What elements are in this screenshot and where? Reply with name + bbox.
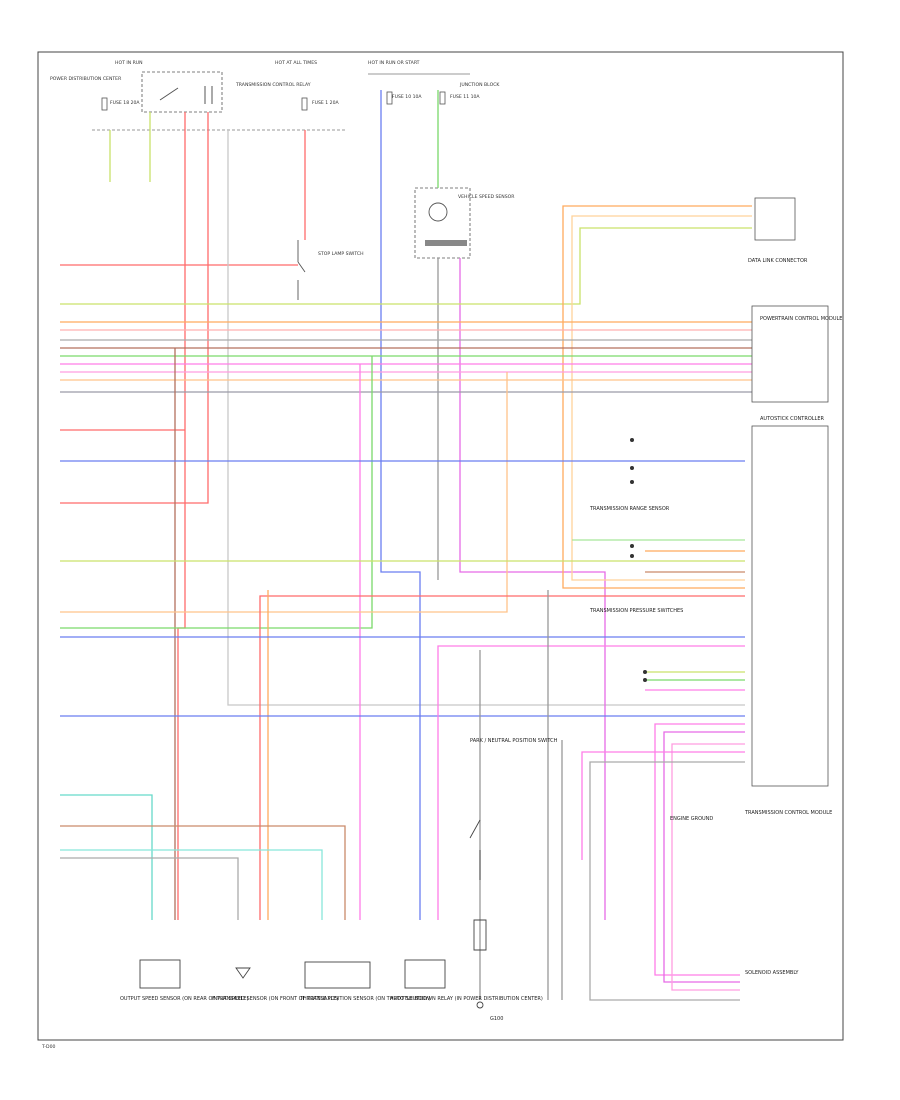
wire-pink — [437, 645, 745, 920]
wire-red — [60, 112, 209, 504]
wire-blue — [380, 90, 421, 920]
fuse-icon — [386, 91, 393, 105]
right-connectors: DATA LINK CONNECTOR POWERTRAIN CONTROL M… — [589, 197, 842, 976]
wire-green — [60, 356, 373, 629]
label-fuse-d: FUSE 11 10A — [450, 94, 480, 100]
transmission-relay-box — [141, 71, 223, 113]
solenoid-label: SOLENOID ASSEMBLY — [745, 970, 799, 976]
ground-icon — [476, 1001, 484, 1009]
fuse-icon — [301, 97, 308, 111]
wire-violet — [459, 258, 606, 920]
label-fuse-c: FUSE 10 10A — [392, 94, 422, 100]
throttle-position-sensor — [304, 961, 371, 989]
fuse-icon — [101, 97, 108, 111]
output-speed-sensor-label: OUTPUT SPEED SENSOR (ON REAR OF TRANSAXL… — [120, 996, 248, 1002]
input-speed-sensor-label: INPUT SPEED SENSOR (ON FRONT OF TRANSAXL… — [212, 996, 339, 1002]
wire-orange — [562, 205, 752, 589]
autostick-block — [751, 425, 829, 787]
connector-icon — [425, 240, 467, 246]
pin-dot — [630, 480, 634, 484]
throttle-position-sensor-label: THROTTLE POSITION SENSOR (ON THROTTLE BO… — [299, 996, 430, 1002]
trs-label: TRANSMISSION RANGE SENSOR — [589, 506, 670, 512]
wire-red — [259, 595, 745, 920]
diagram-frame — [37, 51, 844, 1041]
ground-label: G100 — [490, 1016, 503, 1022]
switch-label: PARK / NEUTRAL POSITION SWITCH — [470, 738, 558, 744]
wires — [60, 90, 752, 1001]
stop-lamp-switch-icon — [297, 240, 306, 300]
input-speed-sensor-icon — [235, 967, 251, 979]
wire-red — [177, 112, 186, 920]
wire-gray — [60, 857, 239, 920]
label-hot-in-run-start: HOT IN RUN OR START — [368, 60, 420, 66]
label-hot-at-all-times: HOT AT ALL TIMES — [275, 60, 317, 66]
wire-violet — [663, 731, 745, 983]
footer-code: T-D00 — [41, 1044, 56, 1050]
data-link-connector — [754, 197, 796, 241]
ground-note: ENGINE GROUND — [670, 816, 713, 822]
pcm-label: POWERTRAIN CONTROL MODULE — [760, 316, 842, 322]
label-speed-sensor: VEHICLE SPEED SENSOR — [458, 194, 515, 200]
wire-teal — [60, 794, 153, 920]
speed-sensor-box — [414, 187, 471, 259]
auto-shutdown-relay-label: AUTO SHUTDOWN RELAY (IN POWER DISTRIBUTI… — [390, 996, 543, 1002]
label-fuse-b: FUSE 1 20A — [312, 100, 340, 106]
top-section: HOT IN RUN HOT AT ALL TIMES HOT IN RUN O… — [50, 60, 515, 300]
wire-pink — [581, 751, 745, 860]
relay-contact-icon — [159, 86, 213, 104]
autostick-label: AUTOSTICK CONTROLLER — [760, 416, 824, 422]
switch-icon — [469, 819, 487, 951]
label-junction-block: JUNCTION BLOCK — [459, 82, 500, 88]
pin-dot — [643, 670, 647, 674]
bottom-components: OUTPUT SPEED SENSOR (ON REAR OF TRANSAXL… — [120, 738, 558, 1022]
label-stop-lamp-switch: STOP LAMP SWITCH — [318, 251, 364, 257]
pressure-switch-label: TRANSMISSION PRESSURE SWITCHES — [589, 608, 683, 614]
label-hot-in-run: HOT IN RUN — [115, 60, 143, 66]
wire-brown — [60, 825, 346, 920]
pin-dot — [630, 466, 634, 470]
label-transmission-relay: TRANSMISSION CONTROL RELAY — [235, 82, 311, 88]
wire-teal — [60, 849, 323, 920]
pin-dot — [643, 678, 647, 682]
wire-orange — [571, 215, 752, 581]
label-power-dist-center: POWER DISTRIBUTION CENTER — [50, 76, 122, 82]
pcm-block — [751, 305, 829, 403]
wire-yellowgreen — [60, 227, 752, 305]
wire-orange — [60, 372, 508, 613]
output-speed-sensor — [139, 959, 181, 989]
pin-dot — [630, 438, 634, 442]
wire-gray — [589, 761, 745, 1001]
tcm-label: TRANSMISSION CONTROL MODULE — [744, 810, 832, 816]
label-fuse-a: FUSE 18 20A — [110, 100, 140, 106]
pin-dot — [630, 544, 634, 548]
wire-pink — [654, 723, 745, 976]
pin-dot — [630, 554, 634, 558]
wire-pink — [671, 743, 745, 991]
auto-shutdown-relay — [404, 959, 446, 989]
speed-sensor-icon — [428, 202, 448, 222]
data-link-label: DATA LINK CONNECTOR — [748, 258, 808, 264]
fuse-icon — [439, 91, 446, 105]
